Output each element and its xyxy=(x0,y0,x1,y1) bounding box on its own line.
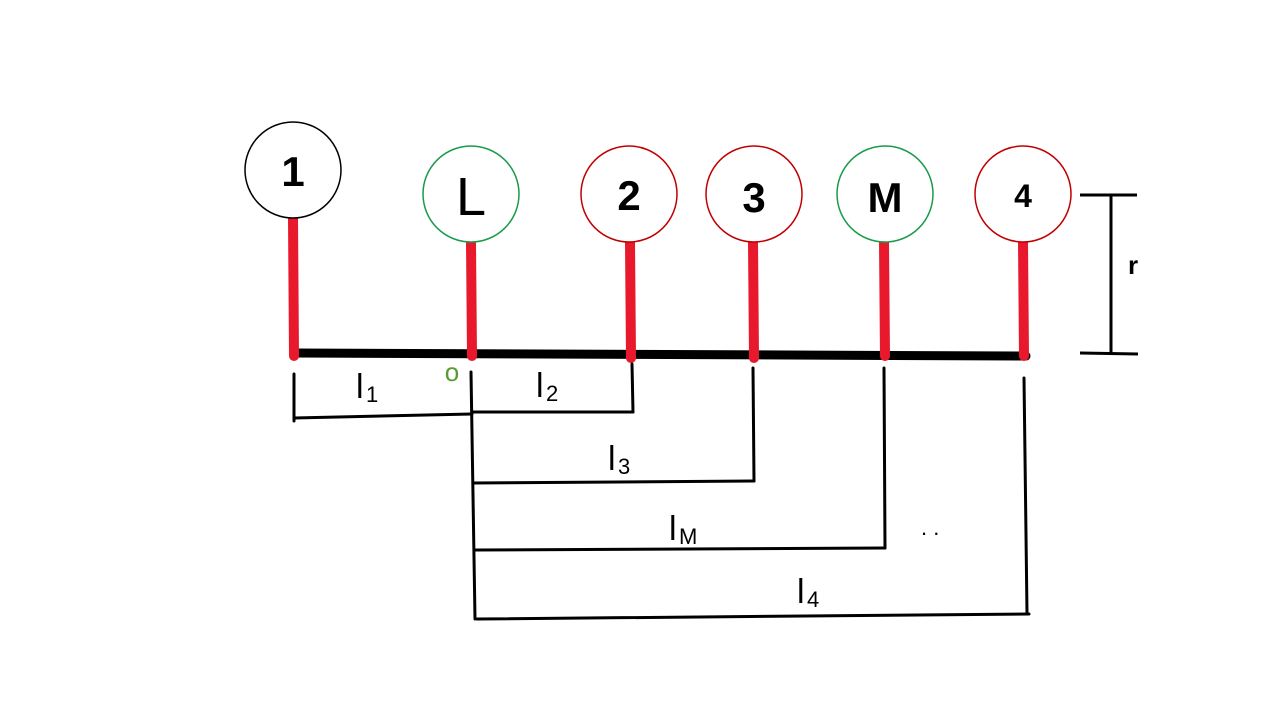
dim-lM-line xyxy=(473,546,887,552)
node-M: M xyxy=(836,145,934,243)
node-4-circle xyxy=(974,145,1072,243)
dim-l4-line xyxy=(475,612,1031,621)
node-1-label: 1 xyxy=(281,148,304,195)
node-3: 3 xyxy=(705,145,803,243)
dim-lM-right-tick xyxy=(882,366,887,550)
height-dimension xyxy=(1079,193,1139,356)
ellipsis: . . xyxy=(921,515,939,540)
dim-l2-sub: 2 xyxy=(546,381,558,406)
dim-l3-label: l 3 xyxy=(608,440,630,479)
node-3-label: 3 xyxy=(742,174,765,221)
dim-l2-label: l 2 xyxy=(536,367,558,406)
node-M-circle xyxy=(836,145,934,243)
node-L-circle xyxy=(422,145,520,243)
dim-l3-sub: 3 xyxy=(618,454,630,479)
dim-lM-sub: M xyxy=(679,524,697,549)
stem-2 xyxy=(625,237,636,363)
origin-label: o xyxy=(445,357,459,387)
stem-3 xyxy=(748,237,759,363)
node-3-circle xyxy=(705,145,803,243)
stem-4 xyxy=(1018,237,1029,361)
dim-l1-sub: 1 xyxy=(366,382,378,407)
height-tick-bottom xyxy=(1079,351,1139,356)
base-bar xyxy=(289,348,1031,361)
node-1: 1 xyxy=(244,121,342,219)
dim-l3-line xyxy=(472,479,756,485)
dim-l3-right-tick xyxy=(751,366,756,483)
node-2-circle xyxy=(580,145,678,243)
dim-l2-right-tick xyxy=(630,362,635,414)
dim-lM-label: l M xyxy=(669,510,697,549)
node-L: L xyxy=(422,145,520,243)
dim-l2-base: l xyxy=(536,367,544,405)
node-L-label: L xyxy=(456,167,486,227)
dim-l4-sub: 4 xyxy=(807,587,819,612)
node-4: 4 xyxy=(974,145,1072,243)
stem-M xyxy=(879,237,890,361)
node-2-label: 2 xyxy=(617,172,640,219)
dim-l3-base: l xyxy=(608,440,616,478)
dim-lM-base: l xyxy=(669,510,677,548)
height-label: r xyxy=(1128,250,1138,280)
node-M-label: M xyxy=(868,174,903,221)
node-1-circle xyxy=(244,121,342,219)
dimension-lines xyxy=(292,362,1031,621)
dim-l1-base: l xyxy=(356,368,364,406)
dim-l1-label: l 1 xyxy=(356,368,378,407)
dim-l1-line xyxy=(292,412,474,420)
dim-l4-right-tick xyxy=(1022,376,1029,615)
node-2: 2 xyxy=(580,145,678,243)
stem-L xyxy=(466,237,477,361)
node-4-label: 4 xyxy=(1014,178,1032,214)
stem-1 xyxy=(288,213,299,361)
dim-l4-base: l xyxy=(797,573,805,611)
dim-l4-label: l 4 xyxy=(797,573,819,612)
dim-origin-vertical xyxy=(469,370,477,621)
